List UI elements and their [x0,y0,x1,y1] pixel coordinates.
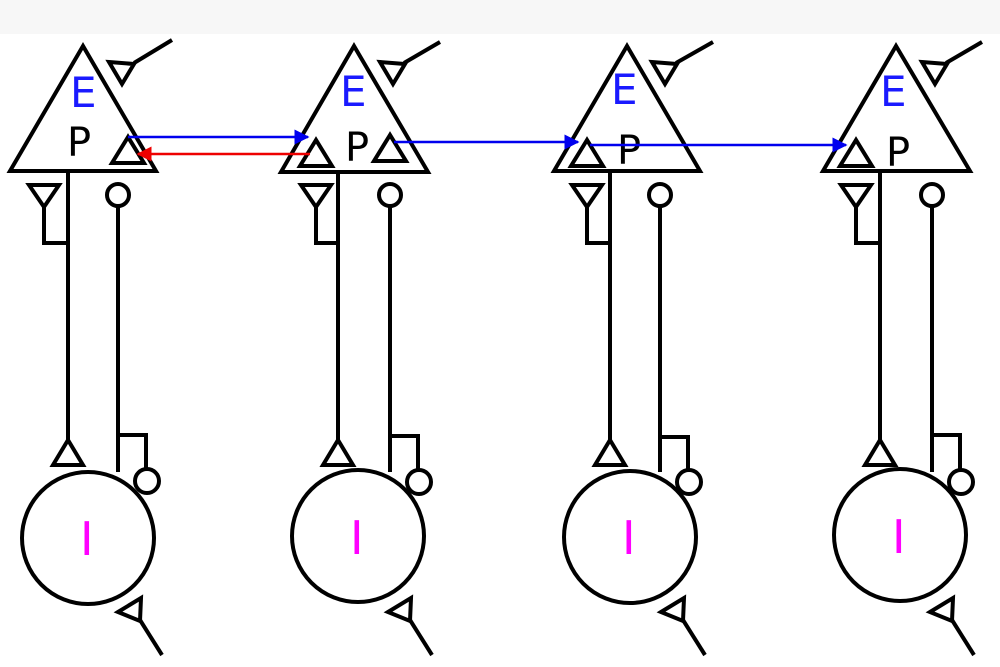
inhibitory-synapse-on-p [919,182,945,208]
inhibitory-synapse-on-p [377,182,403,208]
interneuron-synapse [656,594,687,624]
interneuron-synapse [925,594,956,624]
pyramidal-cell-body [6,42,160,173]
apical-dendrite [675,40,714,65]
excitatory-label: E [611,65,638,114]
interneuron-body [20,470,156,606]
excitatory-synapse-on-i [49,436,87,467]
feedback-synapse-p [837,183,875,211]
self-loop-p [585,205,610,245]
interneuron-synapse [383,594,414,624]
inhibitory-self-synapse [133,467,161,495]
self-loop-i [932,433,962,469]
self-loop-i [660,435,690,469]
pyramidal-cell-body [819,42,974,173]
inter-unit-links [128,129,848,162]
unit-2: E P I [277,40,442,657]
pyramidal-cell-body [550,42,704,173]
feedback-synapse-p [568,183,606,211]
self-loop-p [854,205,880,245]
inhibitory-label: I [350,511,364,565]
interneuron-dendrite [408,618,434,657]
excitatory-label: E [880,67,907,116]
interneuron-dendrite [138,618,164,657]
interneuron-body [290,468,426,604]
output-synapse [108,133,148,165]
apical-synapse [376,59,409,88]
inhibitory-label: I [622,511,636,565]
apical-synapse [918,59,951,88]
pyramidal-label: P [886,130,910,176]
output-synapse [370,131,410,163]
interneuron-synapse [113,594,144,624]
inhibitory-self-synapse [675,468,703,496]
self-loop-p [314,205,338,245]
excitatory-label: E [340,67,367,116]
top-bar [0,0,1000,34]
input-synapse [567,136,607,168]
inhibitory-synapse-on-p [647,182,673,208]
pyramidal-label: P [617,128,641,174]
feedback-synapse-p [25,183,63,211]
self-loop-p [42,205,68,245]
pyramidal-label: P [67,120,91,166]
excitatory-synapse-on-i [861,436,899,467]
interneuron-dendrite [950,618,976,657]
apical-synapse [105,59,138,88]
excitatory-label: E [70,68,97,117]
apical-dendrite [944,40,984,65]
apical-dendrite [132,38,174,65]
feedback-synapse-p [297,183,335,211]
inhibitory-label: I [80,512,94,566]
apical-dendrite [402,40,442,65]
pyramidal-label: P [345,125,369,171]
self-loop-i [390,434,420,469]
excitatory-synapse-on-i [319,436,357,467]
inhibitory-self-synapse [405,468,433,496]
inhibitory-self-synapse [947,468,975,496]
pyramidal-cell-body [277,42,432,174]
interneuron-dendrite [681,618,707,657]
self-loop-i [118,433,148,468]
interneuron-body [562,469,698,605]
unit-3: E P I [550,40,714,657]
unit-4: E P I [819,40,984,657]
apical-synapse [648,59,681,88]
excitatory-synapse-on-i [591,436,629,467]
unit-1: E P I [6,38,174,657]
inhibitory-label: I [892,510,906,564]
input-synapse [836,136,876,168]
interneuron-body [832,467,968,603]
inhibitory-synapse-on-p [105,182,131,208]
